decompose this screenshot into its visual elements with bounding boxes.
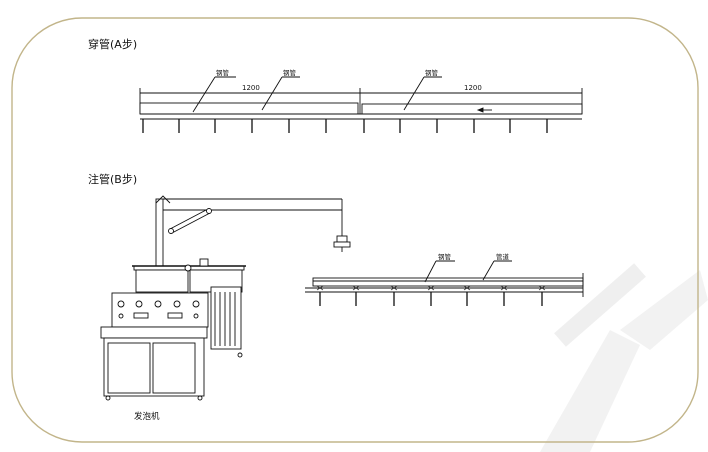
section-b-label-2: 管道	[496, 252, 510, 261]
machine-label: 发泡机	[134, 411, 160, 422]
section-a-drawing	[139, 76, 583, 133]
foam-machine	[100, 258, 246, 401]
watermark	[540, 263, 708, 452]
dimension-right: 1200	[464, 84, 482, 92]
section-a-label-2: 钢管	[283, 68, 297, 77]
section-b-title: 注管(B步)	[88, 172, 137, 186]
section-a-label-3: 钢管	[425, 68, 439, 77]
frame-border	[11, 17, 699, 443]
section-b-label-1: 钢管	[438, 252, 452, 261]
dimension-left: 1200	[242, 84, 260, 92]
section-b-pipe	[305, 260, 584, 306]
section-a-title: 穿管(A步)	[88, 37, 137, 51]
crane-arm	[155, 195, 351, 267]
section-a-label-1: 钢管	[216, 68, 230, 77]
